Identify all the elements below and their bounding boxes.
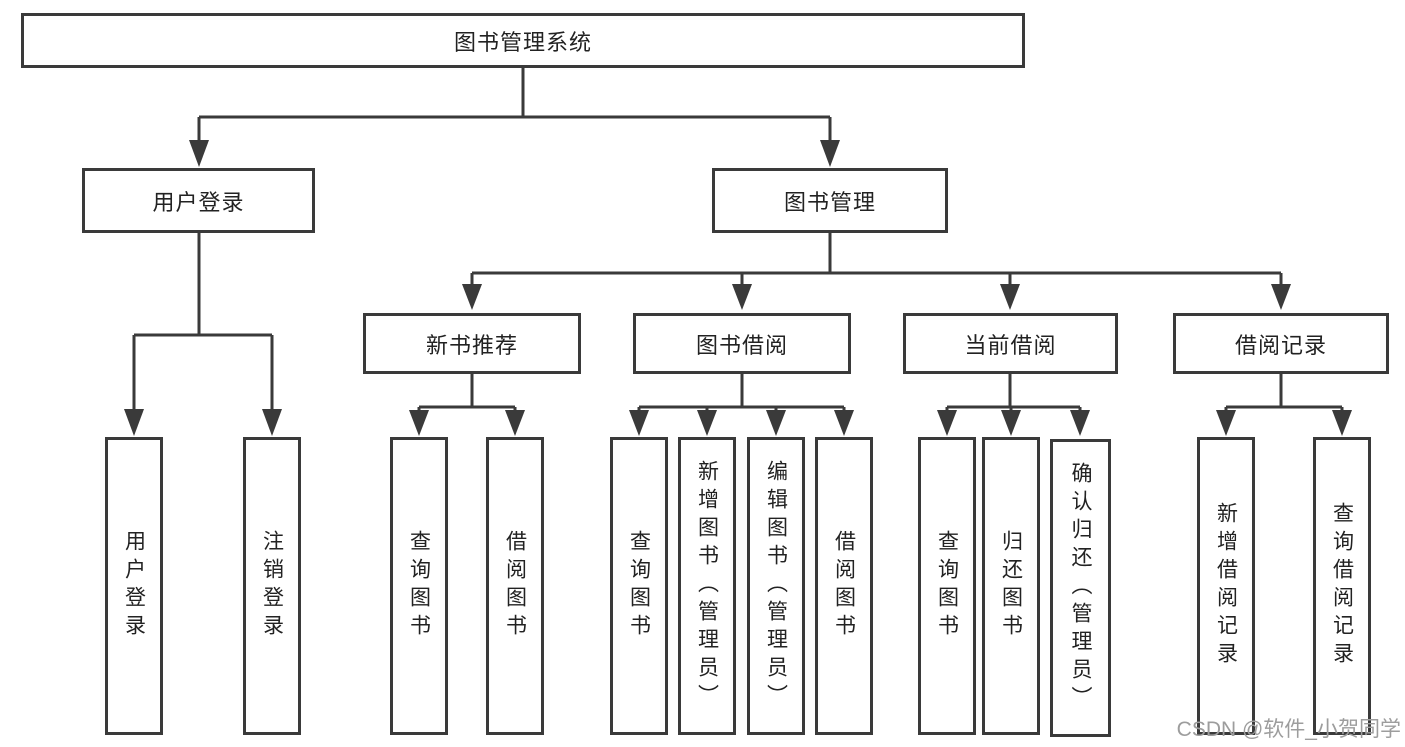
connector-arrow-borrow-records-head <box>1271 284 1291 310</box>
connector-arrow-br-query-head <box>1332 410 1352 436</box>
connector-arrow-br-add-head <box>1216 410 1236 436</box>
node-borrowing-records: 借阅记录 <box>1173 313 1389 374</box>
leaf-logout-label: 注销登录 <box>260 530 284 642</box>
connector-arrow-book-mgmt-head <box>820 140 840 167</box>
csdn-watermark: CSDN @软件_小贺同学 <box>1176 718 1401 741</box>
connector-arrow-bb-add-head <box>697 410 717 436</box>
leaf-nb-borrow-books-label: 借阅图书 <box>503 530 527 642</box>
connector-arrow-ul-login-head <box>124 409 144 436</box>
leaf-cb-return-books: 归还图书 <box>982 437 1040 735</box>
leaf-cb-query-books-label: 查询图书 <box>935 530 959 642</box>
node-current-borrowing: 当前借阅 <box>903 313 1118 374</box>
leaf-nb-borrow-books: 借阅图书 <box>486 437 544 735</box>
connector-arrow-cb-query-head <box>937 410 957 436</box>
node-book-management: 图书管理 <box>712 168 948 233</box>
leaf-br-query-record: 查询借阅记录 <box>1313 437 1371 735</box>
connector-arrow-nb-borrow-head <box>505 410 525 436</box>
leaf-bb-add-books-admin: 新增图书（管理员） <box>678 437 736 735</box>
connector-arrow-cb-confirm-head <box>1070 410 1090 436</box>
connector-arrow-user-login-head <box>189 140 209 167</box>
connector-arrow-new-book-head <box>462 284 482 310</box>
leaf-bb-query-books: 查询图书 <box>610 437 668 735</box>
leaf-br-add-record-label: 新增借阅记录 <box>1214 502 1238 670</box>
leaf-user-login: 用户登录 <box>105 437 163 735</box>
node-book-borrowing: 图书借阅 <box>633 313 851 374</box>
leaf-cb-confirm-return-admin-label: 确认归还（管理员） <box>1069 462 1092 714</box>
connector-arrow-book-borrow-head <box>732 284 752 310</box>
leaf-cb-confirm-return-admin: 确认归还（管理员） <box>1050 439 1111 737</box>
connector-arrow-current-borrow-head <box>1000 284 1020 310</box>
node-root-library-system: 图书管理系统 <box>21 13 1025 68</box>
leaf-br-add-record: 新增借阅记录 <box>1197 437 1255 735</box>
connector-arrow-ul-logout-head <box>262 409 282 436</box>
leaf-bb-borrow-books-label: 借阅图书 <box>832 530 856 642</box>
leaf-bb-edit-books-admin: 编辑图书（管理员） <box>747 437 805 735</box>
connector-arrow-bb-query-head <box>629 410 649 436</box>
leaf-cb-return-books-label: 归还图书 <box>999 530 1023 642</box>
leaf-nb-query-books: 查询图书 <box>390 437 448 735</box>
leaf-logout: 注销登录 <box>243 437 301 735</box>
leaf-bb-query-books-label: 查询图书 <box>627 530 651 642</box>
leaf-br-query-record-label: 查询借阅记录 <box>1330 502 1354 670</box>
leaf-cb-query-books: 查询图书 <box>918 437 976 735</box>
leaf-user-login-label: 用户登录 <box>122 530 146 642</box>
connector-arrow-bb-edit-head <box>766 410 786 436</box>
leaf-bb-borrow-books: 借阅图书 <box>815 437 873 735</box>
connector-arrow-bb-borrow-head <box>834 410 854 436</box>
leaf-bb-edit-books-admin-label: 编辑图书（管理员） <box>764 460 788 712</box>
node-user-login: 用户登录 <box>82 168 315 233</box>
connector-arrow-cb-return-head <box>1001 410 1021 436</box>
connector-arrow-nb-query-head <box>409 410 429 436</box>
node-new-book-recommend: 新书推荐 <box>363 313 581 374</box>
leaf-nb-query-books-label: 查询图书 <box>407 530 431 642</box>
leaf-bb-add-books-admin-label: 新增图书（管理员） <box>695 460 719 712</box>
